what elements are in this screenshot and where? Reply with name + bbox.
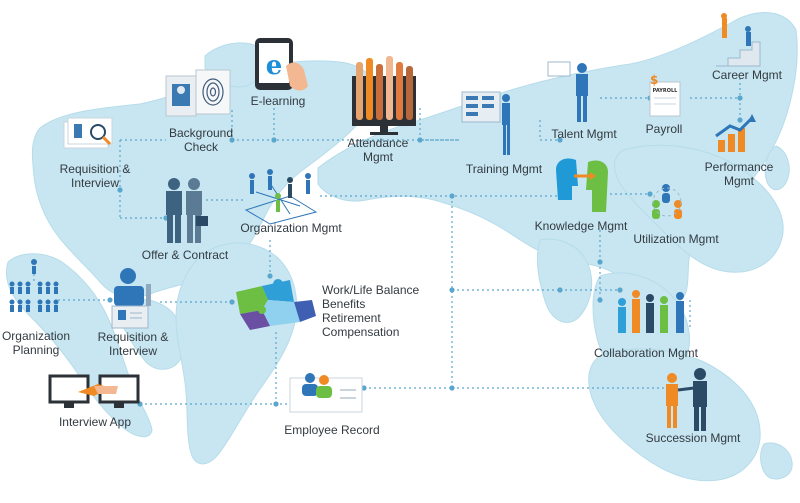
svg-text:PAYROLL: PAYROLL xyxy=(653,88,679,94)
label-requisition-interview-bottom: Requisition & Interview xyxy=(97,330,169,358)
label-interview-app: Interview App xyxy=(58,415,132,429)
landmass-south-america xyxy=(175,242,298,465)
landmass-india xyxy=(537,238,593,323)
connector-node-dot xyxy=(597,297,603,303)
connector-node-dot xyxy=(737,117,743,123)
stairs-climb-icon xyxy=(716,13,761,67)
baton-pass-icon xyxy=(666,368,707,431)
label-utilization-mgmt: Utilization Mgmt xyxy=(633,232,719,246)
connector-node-dot xyxy=(597,259,603,265)
connector-node-dot xyxy=(557,287,563,293)
label-organization-mgmt: Organization Mgmt xyxy=(240,221,342,235)
org-chart-icon xyxy=(9,259,59,312)
connector-node-dot xyxy=(737,95,743,101)
module-icons: e xyxy=(9,13,761,431)
payroll-sheet-icon: PAYROLL $ xyxy=(649,73,681,117)
connector-node-dot xyxy=(449,385,455,391)
label-offer-contract: Offer & Contract xyxy=(141,248,229,262)
label-talent-mgmt: Talent Mgmt xyxy=(551,127,617,141)
label-background-check: Background Check xyxy=(168,126,234,154)
landmass-east-asia xyxy=(614,144,784,273)
connector-node-dot xyxy=(271,137,277,143)
label-employee-record: Employee Record xyxy=(284,423,380,437)
employee-card-icon xyxy=(289,373,363,413)
svg-text:e: e xyxy=(266,51,283,81)
connector-node-dot xyxy=(361,385,367,391)
connector-node-dot xyxy=(267,273,273,279)
connector-node-dot xyxy=(647,191,653,197)
label-requisition-interview-top: Requisition & Interview xyxy=(59,162,131,190)
connector-node-dot xyxy=(449,287,455,293)
interviewer-desk-icon xyxy=(111,268,151,329)
team-group-icon xyxy=(618,290,684,333)
connector-node-dot xyxy=(449,193,455,199)
connector-node-dot xyxy=(229,137,235,143)
connector-node-dot xyxy=(273,401,279,407)
fingerprint-id-icon xyxy=(165,69,231,117)
label-knowledge-mgmt: Knowledge Mgmt xyxy=(534,219,628,233)
connector-node-dot xyxy=(557,137,563,143)
connector-node-dot xyxy=(229,299,235,305)
raised-hands-monitor-icon xyxy=(352,56,416,135)
talent-figure-icon xyxy=(547,61,588,122)
landmass-japan xyxy=(764,145,790,191)
label-career-mgmt: Career Mgmt xyxy=(711,68,782,82)
puzzle-pieces-icon xyxy=(236,279,316,330)
knowledge-heads-icon xyxy=(556,158,608,212)
landmass-island-nz xyxy=(760,442,793,480)
label-performance-mgmt: Performance Mgmt xyxy=(704,160,774,188)
label-collaboration-mgmt: Collaboration Mgmt xyxy=(593,346,699,360)
connector-node-dot xyxy=(617,287,623,293)
label-e-learning: E-learning xyxy=(250,94,306,108)
handshake-silhouettes-icon xyxy=(166,178,208,243)
documents-magnifier-icon xyxy=(63,117,113,149)
connector-node-dot xyxy=(417,137,423,143)
label-training-mgmt: Training Mgmt xyxy=(465,162,543,176)
label-organization-planning: Organization Planning xyxy=(1,329,71,357)
label-worklife-benefits: Work/Life Balance Benefits Retirement Co… xyxy=(322,283,420,339)
connection-lines xyxy=(33,78,743,407)
label-payroll: Payroll xyxy=(645,122,683,136)
label-succession-mgmt: Succession Mgmt xyxy=(645,431,741,445)
people-cycle-icon xyxy=(652,184,682,219)
monitors-handshake-icon xyxy=(48,374,140,408)
svg-text:$: $ xyxy=(650,73,658,87)
network-people-icon xyxy=(244,169,318,225)
label-attendance-mgmt: Attendance Mgmt xyxy=(347,136,409,164)
connector-node-dot xyxy=(117,187,123,193)
tablet-e-icon: e xyxy=(255,38,308,91)
connector-node-dot xyxy=(107,297,113,303)
presenter-board-icon xyxy=(461,91,510,155)
growth-bars-icon xyxy=(715,114,756,152)
